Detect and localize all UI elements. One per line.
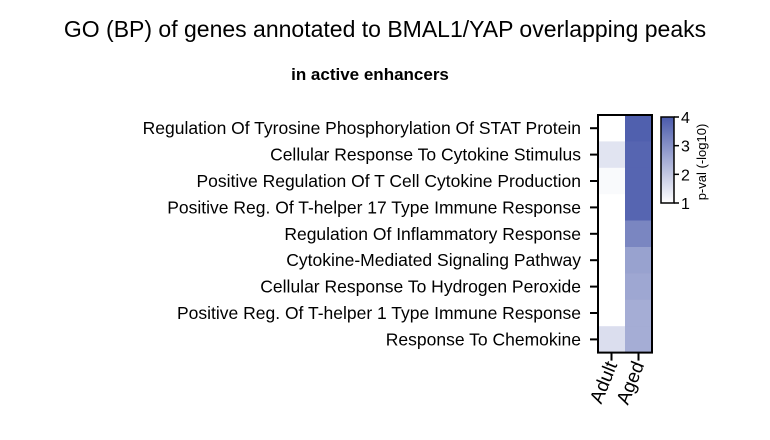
colorbar-tick-label: 2 <box>681 167 690 184</box>
heatmap-cell <box>625 115 652 142</box>
heatmap-frame <box>597 114 653 354</box>
row-label: Positive Regulation Of T Cell Cytokine P… <box>196 171 581 191</box>
heatmap-cell <box>598 220 625 248</box>
colorbar-tick-label: 3 <box>681 139 690 156</box>
heatmap-cell <box>625 220 652 248</box>
heatmap-cell <box>598 247 625 274</box>
heatmap-cell <box>598 299 625 327</box>
row-label: Regulation Of Inflammatory Response <box>284 224 581 244</box>
chart-subtitle: in active enhancers <box>291 65 449 84</box>
heatmap-cell <box>625 299 652 327</box>
heatmap-cell <box>598 141 625 169</box>
row-label: Positive Reg. Of T-helper 1 Type Immune … <box>177 303 581 323</box>
colorbar <box>660 116 675 204</box>
heatmap-cell <box>598 115 625 142</box>
heatmap-cell <box>625 273 652 301</box>
row-label: Response To Chemokine <box>386 329 581 349</box>
heatmap-cell <box>598 326 625 353</box>
heatmap-cell <box>625 194 652 221</box>
colorbar-label: p-val (-log10) <box>694 124 709 201</box>
row-label: Cellular Response To Cytokine Stimulus <box>270 145 581 165</box>
heatmap-cell <box>625 247 652 274</box>
row-label: Regulation Of Tyrosine Phosphorylation O… <box>143 118 581 138</box>
row-label: Cytokine-Mediated Signaling Pathway <box>286 250 581 270</box>
row-label: Cellular Response To Hydrogen Peroxide <box>260 277 581 297</box>
heatmap-cell <box>598 167 625 195</box>
chart-title: GO (BP) of genes annotated to BMAL1/YAP … <box>63 16 707 42</box>
heatmap-cell <box>625 326 652 353</box>
heatmap-cell <box>625 141 652 169</box>
heatmap-cell <box>598 273 625 301</box>
row-label: Positive Reg. Of T-helper 17 Type Immune… <box>167 197 581 217</box>
colorbar-tick-label: 4 <box>681 110 690 127</box>
heatmap-cell <box>598 194 625 221</box>
heatmap-cell <box>625 167 652 195</box>
colorbar-tick-label: 1 <box>681 196 690 213</box>
